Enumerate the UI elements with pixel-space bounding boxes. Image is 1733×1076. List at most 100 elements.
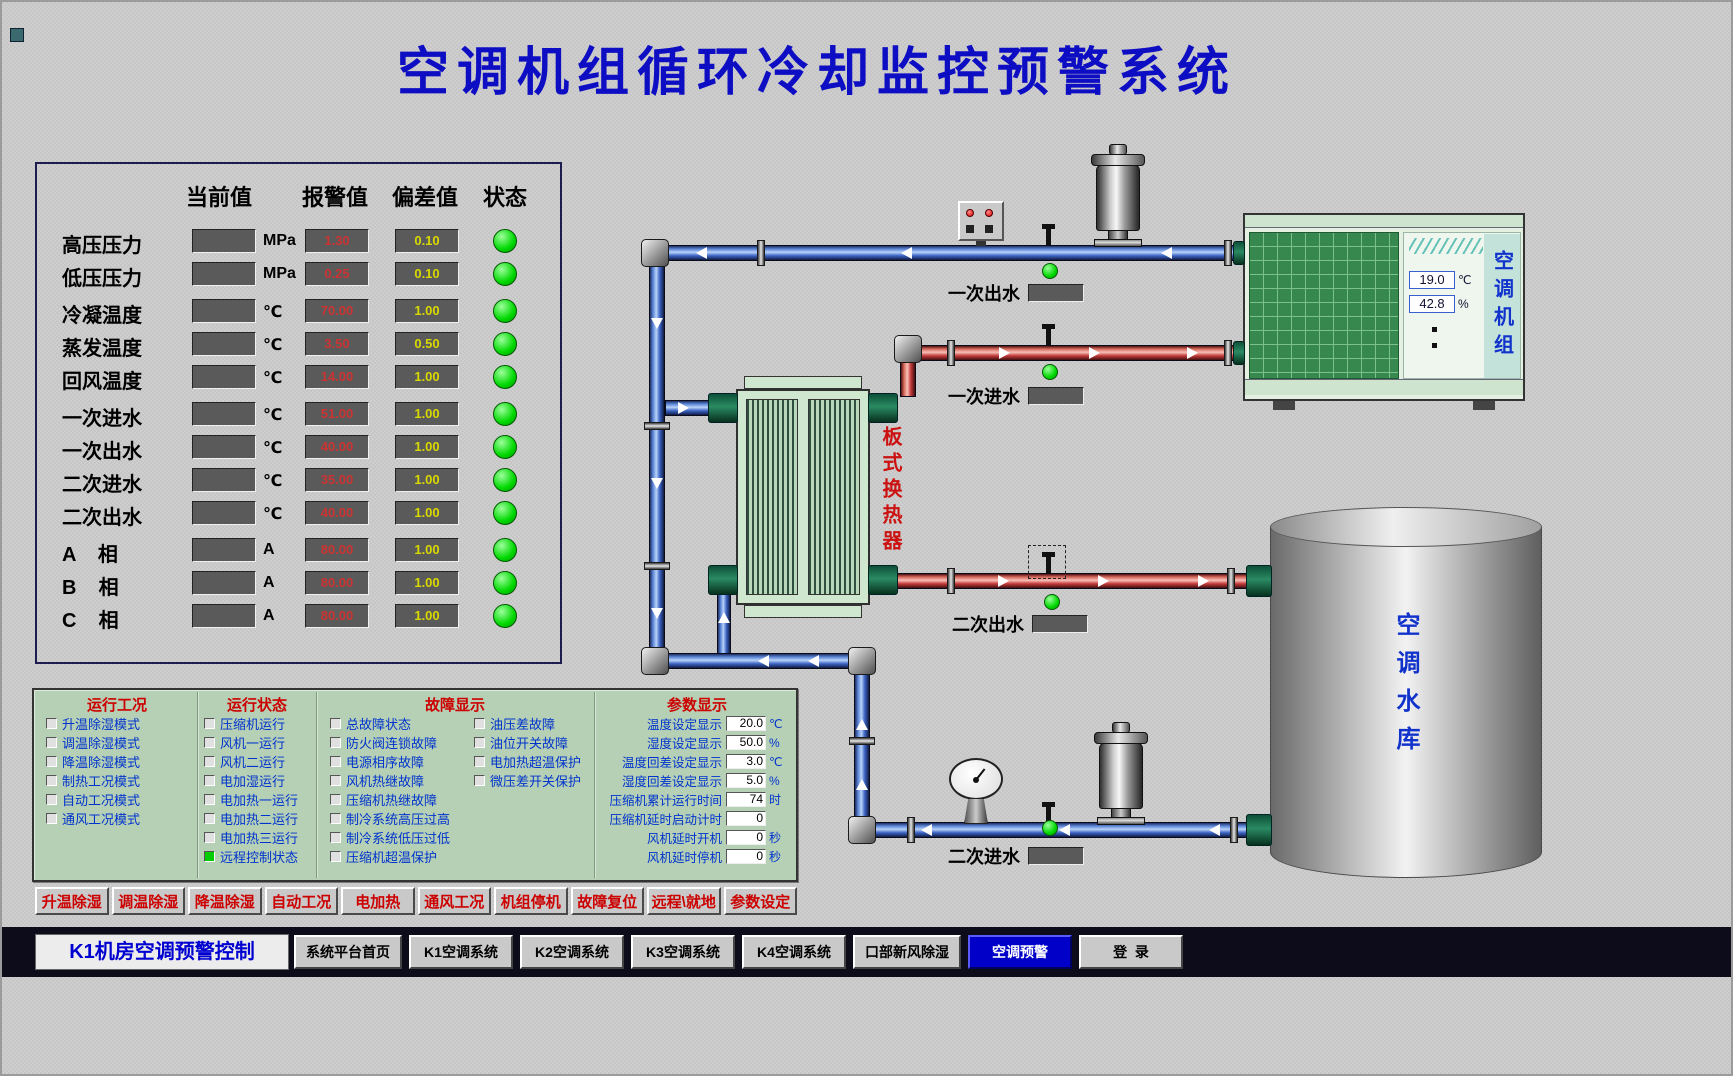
status-item[interactable]: 防火阀连锁故障 [330, 733, 450, 752]
mode-button[interactable]: 电加热 [341, 887, 415, 915]
checkbox[interactable] [474, 775, 485, 786]
checkbox[interactable] [204, 794, 215, 805]
status-item[interactable]: 制冷系统高压过高 [330, 809, 450, 828]
status-item[interactable]: 升温除湿模式 [46, 714, 140, 733]
status-item[interactable]: 微压差开关保护 [474, 771, 581, 790]
param-value-input[interactable]: 50.0 [726, 735, 766, 750]
status-item[interactable]: 通风工况模式 [46, 809, 140, 828]
flow-arrow [1098, 575, 1109, 587]
param-value-input[interactable]: 0 [726, 811, 766, 826]
nav-button[interactable]: 登 录 [1079, 935, 1183, 969]
status-item[interactable]: 油压差故障 [474, 714, 581, 733]
checkbox[interactable] [474, 737, 485, 748]
checkbox-label: 制冷系统高压过高 [346, 812, 451, 827]
checkbox[interactable] [474, 718, 485, 729]
column-header-alarm: 报警值 [301, 185, 368, 210]
checkbox[interactable] [330, 718, 341, 729]
status-item[interactable]: 压缩机热继故障 [330, 790, 450, 809]
status-item[interactable]: 制热工况模式 [46, 771, 140, 790]
pipe-secondary-return [862, 822, 1270, 838]
checkbox[interactable] [46, 775, 57, 786]
param-value-input[interactable]: 0 [726, 849, 766, 864]
mode-button[interactable]: 降温除湿 [188, 887, 262, 915]
mode-button[interactable]: 故障复位 [570, 887, 644, 915]
status-item[interactable]: 调温除湿模式 [46, 733, 140, 752]
checkbox[interactable] [204, 756, 215, 767]
status-indicator-dot [1044, 594, 1060, 610]
status-item[interactable]: 总故障状态 [330, 714, 450, 733]
checkbox[interactable] [474, 756, 485, 767]
nav-button[interactable]: K3空调系统 [631, 935, 735, 969]
nav-button[interactable]: K4空调系统 [742, 935, 846, 969]
status-item[interactable]: 自动工况模式 [46, 790, 140, 809]
ac-humidity-display: 42.8 % [1409, 295, 1469, 313]
current-value-display [192, 262, 256, 286]
window-icon[interactable] [10, 28, 24, 42]
checkbox[interactable] [46, 794, 57, 805]
status-item[interactable]: 压缩机超温保护 [330, 847, 450, 866]
mode-button[interactable]: 自动工况 [264, 887, 338, 915]
sensor-cap [1042, 802, 1055, 807]
checkbox[interactable] [330, 737, 341, 748]
param-value-input[interactable]: 0 [726, 830, 766, 845]
checkbox[interactable] [46, 813, 57, 824]
checkbox[interactable] [204, 813, 215, 824]
status-item[interactable]: 风机一运行 [204, 733, 298, 752]
mode-button[interactable]: 远程\就地 [647, 887, 721, 915]
mode-button[interactable]: 升温除湿 [35, 887, 109, 915]
checkbox[interactable] [46, 756, 57, 767]
status-item[interactable]: 远程控制状态 [204, 847, 298, 866]
checkbox[interactable] [204, 775, 215, 786]
status-item[interactable]: 电加热二运行 [204, 809, 298, 828]
alarm-value-display: 80.00 [305, 571, 369, 595]
alarm-value-display: 80.00 [305, 604, 369, 628]
mode-button[interactable]: 机组停机 [494, 887, 568, 915]
checkbox[interactable] [330, 813, 341, 824]
status-item[interactable]: 风机热继故障 [330, 771, 450, 790]
status-item[interactable]: 降温除湿模式 [46, 752, 140, 771]
flow-label-primary-in: 一次进水 [948, 383, 1084, 409]
nav-button[interactable]: 空调预警 [968, 935, 1072, 969]
alarm-value-display: 35.00 [305, 468, 369, 492]
nav-button[interactable]: K1空调系统 [409, 935, 513, 969]
status-item[interactable]: 制冷系统低压过低 [330, 828, 450, 847]
checkbox-label: 通风工况模式 [62, 812, 141, 827]
checkbox[interactable] [204, 832, 215, 843]
checkbox[interactable] [46, 718, 57, 729]
param-value-input[interactable]: 3.0 [726, 754, 766, 769]
checkbox[interactable] [330, 794, 341, 805]
nav-button[interactable]: 口部新风除湿 [853, 935, 961, 969]
checkbox-label: 总故障状态 [346, 717, 412, 732]
checkbox[interactable] [330, 756, 341, 767]
status-item[interactable]: 电加热一运行 [204, 790, 298, 809]
status-item[interactable]: 风机二运行 [204, 752, 298, 771]
status-item[interactable]: 电加热三运行 [204, 828, 298, 847]
checkbox[interactable] [330, 775, 341, 786]
status-indicator [493, 501, 517, 525]
status-item[interactable]: 电源相序故障 [330, 752, 450, 771]
checkbox[interactable] [46, 737, 57, 748]
checkbox[interactable] [204, 851, 215, 862]
param-value-input[interactable]: 20.0 [726, 716, 766, 731]
status-item[interactable]: 油位开关故障 [474, 733, 581, 752]
param-value-input[interactable]: 74 [726, 792, 766, 807]
status-item[interactable]: 电加热超温保护 [474, 752, 581, 771]
current-value-display [192, 538, 256, 562]
checkbox[interactable] [330, 851, 341, 862]
nav-button[interactable]: K2空调系统 [520, 935, 624, 969]
mode-button[interactable]: 参数设定 [723, 887, 797, 915]
param-value-input[interactable]: 5.0 [726, 773, 766, 788]
checkbox-label: 电加热一运行 [220, 793, 299, 808]
alarm-value-display: 14.00 [305, 365, 369, 389]
mode-button[interactable]: 通风工况 [417, 887, 491, 915]
mode-button[interactable]: 调温除湿 [111, 887, 185, 915]
checkbox[interactable] [204, 737, 215, 748]
status-item[interactable]: 电加湿运行 [204, 771, 298, 790]
nav-button[interactable]: 系统平台首页 [294, 935, 402, 969]
status-item[interactable]: 压缩机运行 [204, 714, 298, 733]
unit-label: MPa [263, 265, 296, 282]
checkbox[interactable] [330, 832, 341, 843]
checkbox[interactable] [204, 718, 215, 729]
